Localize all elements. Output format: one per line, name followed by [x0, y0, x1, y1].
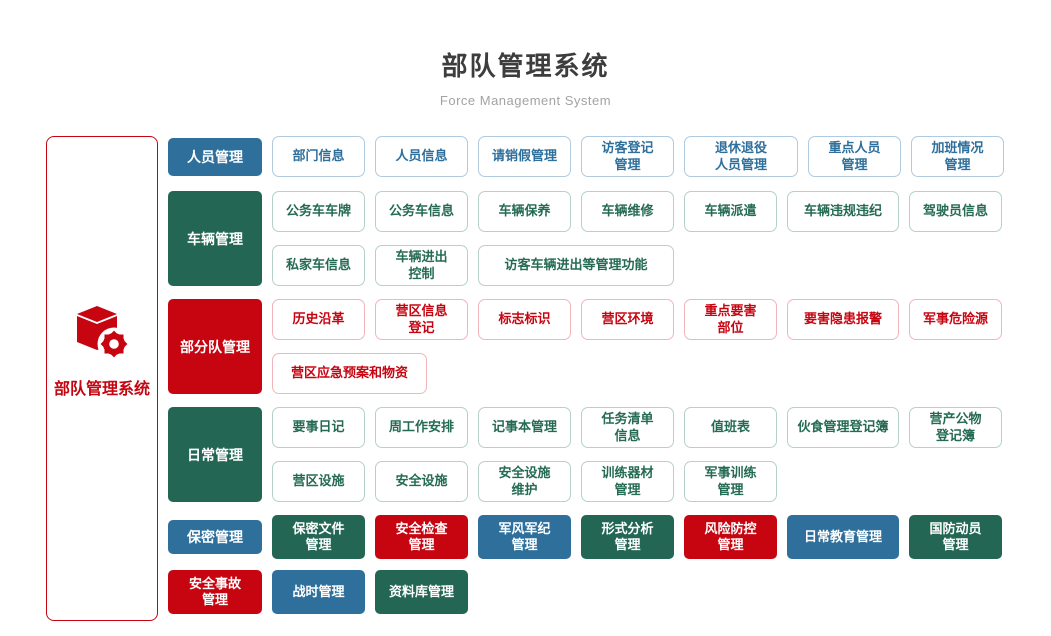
feature-box: 退休退役 人员管理: [684, 136, 798, 177]
cube-gear-icon: [71, 304, 133, 367]
module-box: 形式分析 管理: [581, 515, 674, 559]
module-box: 保密文件 管理: [272, 515, 365, 559]
feature-box: 部门信息: [272, 136, 365, 177]
page-title: 部队管理系统: [441, 51, 610, 81]
category-box: 车辆管理: [168, 191, 262, 286]
feature-box: 历史沿革: [272, 299, 365, 340]
page-subtitle: Force Management System: [439, 93, 612, 108]
feature-box: 安全设施 维护: [478, 461, 571, 502]
module-box: 安全事故 管理: [168, 570, 262, 614]
category-box: 日常管理: [168, 407, 262, 502]
header: 部队管理系统 Force Management System: [0, 0, 1051, 108]
category-box: 保密管理: [168, 520, 262, 554]
feature-box: 请销假管理: [478, 136, 571, 177]
feature-box: 值班表: [684, 407, 777, 448]
feature-box: 访客登记 管理: [581, 136, 674, 177]
module-box: 风险防控 管理: [684, 515, 777, 559]
feature-box: 任务清单 信息: [581, 407, 674, 448]
rows-container: 人员管理 部门信息 人员信息 请销假管理 访客登记 管理 退休退役 人员管理 重…: [168, 136, 1004, 621]
feature-box: 驾驶员信息: [909, 191, 1002, 232]
feature-box: 加班情况 管理: [911, 136, 1004, 177]
feature-box: 营区应急预案和物资: [272, 353, 427, 394]
feature-box: 要害隐患报警: [787, 299, 899, 340]
feature-box: 营区信息 登记: [375, 299, 468, 340]
feature-box: 重点人员 管理: [808, 136, 901, 177]
feature-box: 私家车信息: [272, 245, 365, 286]
row-personnel: 人员管理 部门信息 人员信息 请销假管理 访客登记 管理 退休退役 人员管理 重…: [168, 136, 1004, 177]
diagram-body: 部队管理系统 人员管理 部门信息 人员信息 请销假管理 访客登记 管理 退休退役…: [46, 136, 1051, 621]
row-daily: 日常管理 要事日记 周工作安排 记事本管理 任务清单 信息 值班表 伙食管理登记…: [168, 407, 1004, 502]
feature-box: 公务车车牌: [272, 191, 365, 232]
row-secrecy: 保密管理 保密文件 管理 安全检查 管理 军风军纪 管理 形式分析 管理 风险防…: [168, 515, 1004, 559]
feature-box: 营产公物 登记簿: [909, 407, 1002, 448]
feature-box: 车辆保养: [478, 191, 571, 232]
root-system-box: 部队管理系统: [46, 136, 158, 621]
feature-box: 车辆维修: [581, 191, 674, 232]
feature-box: 安全设施: [375, 461, 468, 502]
feature-box: 公务车信息: [375, 191, 468, 232]
feature-box: 周工作安排: [375, 407, 468, 448]
feature-box: 要事日记: [272, 407, 365, 448]
feature-box: 人员信息: [375, 136, 468, 177]
feature-box: 伙食管理登记簿: [787, 407, 899, 448]
feature-box: 车辆违规违纪: [787, 191, 899, 232]
module-box: 战时管理: [272, 570, 365, 614]
row-bottom: 安全事故 管理 战时管理 资料库管理: [168, 570, 1004, 614]
feature-box: 营区环境: [581, 299, 674, 340]
feature-box: 军事训练 管理: [684, 461, 777, 502]
feature-box: 车辆进出 控制: [375, 245, 468, 286]
row-subunit: 部分队管理 历史沿革 营区信息 登记 标志标识 营区环境 重点要害 部位 要害隐…: [168, 299, 1004, 394]
root-system-label: 部队管理系统: [53, 381, 150, 398]
feature-box: 访客车辆进出等管理功能: [478, 245, 674, 286]
category-box: 人员管理: [168, 137, 262, 176]
feature-box: 军事危险源: [909, 299, 1002, 340]
module-box: 安全检查 管理: [375, 515, 468, 559]
module-box: 日常教育管理: [787, 515, 899, 559]
feature-box: 营区设施: [272, 461, 365, 502]
module-box: 国防动员 管理: [909, 515, 1002, 559]
row-vehicles: 车辆管理 公务车车牌 公务车信息 车辆保养 车辆维修 车辆派遣 车辆违规违纪 驾…: [168, 191, 1004, 286]
feature-box: 训练器材 管理: [581, 461, 674, 502]
module-box: 资料库管理: [375, 570, 468, 614]
feature-box: 重点要害 部位: [684, 299, 777, 340]
category-box: 部分队管理: [168, 299, 262, 394]
feature-box: 车辆派遣: [684, 191, 777, 232]
feature-box: 记事本管理: [478, 407, 571, 448]
feature-box: 标志标识: [478, 299, 571, 340]
module-box: 军风军纪 管理: [478, 515, 571, 559]
